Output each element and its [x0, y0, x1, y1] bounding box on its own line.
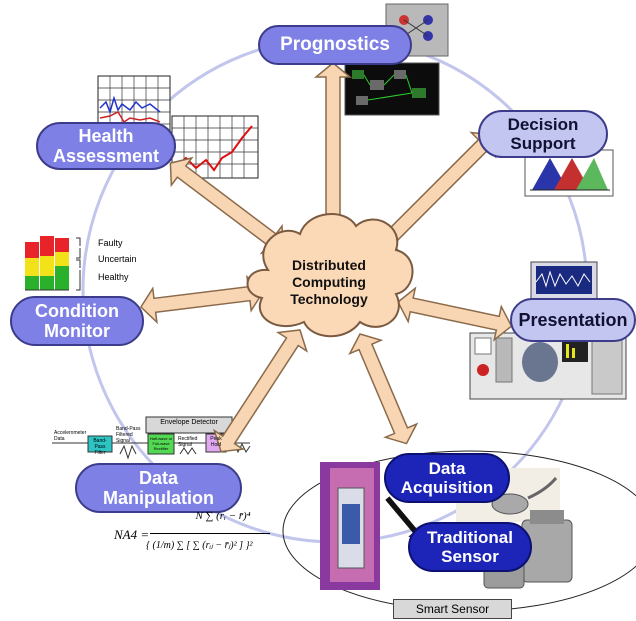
node-traditional-sensor-line2: Sensor	[441, 547, 499, 566]
presentation-gui-image	[469, 332, 627, 400]
node-condition-monitor-line2: Monitor	[44, 321, 110, 341]
peak-hold-label: Peak Hold	[210, 436, 222, 448]
formula-fraction-bar	[150, 533, 270, 534]
legend-faulty: Faulty	[98, 238, 123, 248]
health-chart-front	[171, 115, 259, 179]
band-pass-filter-label: Band-Pass Filter	[93, 438, 107, 456]
node-traditional-sensor-line1: Traditional	[427, 527, 513, 547]
half-wave-rectifier-label: Half-wave or Full-wave Rectifier	[149, 436, 173, 451]
cloud	[246, 213, 414, 338]
center-label: Distributed Computing Technology	[263, 257, 395, 308]
node-data-acquisition[interactable]: Data Acquisition	[384, 453, 510, 503]
legend-uncertain: Uncertain	[98, 254, 137, 264]
node-decision-support[interactable]: Decision Support	[478, 110, 608, 158]
envelope-detector-label: Envelope Detector	[160, 419, 218, 426]
node-condition-monitor-line1: Condition	[35, 300, 119, 321]
node-condition-monitor[interactable]: Condition Monitor	[10, 296, 144, 346]
condition-bars	[25, 236, 81, 291]
center-label-line3: Technology	[290, 291, 368, 307]
smart-sensor-label: Smart Sensor	[393, 599, 512, 619]
legend-healthy: Healthy	[98, 272, 129, 282]
arrow-condition-monitor	[139, 274, 264, 325]
node-presentation-label: Presentation	[518, 309, 628, 330]
band-pass-filtered-signal-label: Band-Pass Filtered Signal	[116, 426, 141, 444]
accelerometer-data-label: Accelerometer Data	[54, 430, 87, 442]
formula-numerator: N ∑ (rᵢ − r̄)⁴	[195, 510, 251, 522]
formula-lhs: NA4 =	[114, 527, 150, 542]
rectified-signal-label: Rectified Signal	[178, 436, 198, 448]
arrow-data-acquisition	[348, 333, 419, 445]
node-prognostics[interactable]: Prognostics	[258, 25, 412, 65]
arrow-presentation	[397, 286, 513, 342]
node-decision-support-line1: Decision	[507, 114, 579, 134]
node-data-manipulation-line1: Data	[138, 467, 178, 488]
node-health-assessment[interactable]: Health Assessment	[36, 122, 176, 170]
node-data-manipulation[interactable]: Data Manipulation	[75, 463, 242, 513]
node-data-manipulation-line2: Manipulation	[103, 488, 214, 508]
center-label-line2: Computing	[292, 274, 366, 290]
node-health-assessment-line2: Assessment	[52, 146, 160, 166]
node-traditional-sensor[interactable]: Traditional Sensor	[408, 522, 532, 572]
node-data-acquisition-line1: Data	[428, 458, 466, 478]
center-label-line1: Distributed	[292, 257, 366, 273]
node-presentation[interactable]: Presentation	[510, 298, 636, 342]
formula-denominator: { (1/m) ∑ [ ∑ (rᵢⱼ − r̄ⱼ)² ] }²	[146, 540, 253, 551]
arrow-data-manipulation	[213, 329, 308, 453]
node-health-assessment-line1: Health	[78, 125, 134, 146]
node-data-acquisition-line2: Acquisition	[400, 478, 494, 497]
node-decision-support-line2: Support	[510, 134, 576, 153]
prognostics-simulink-image	[344, 62, 440, 116]
node-prognostics-label: Prognostics	[280, 34, 390, 56]
smart-sensor-photo	[320, 462, 380, 590]
